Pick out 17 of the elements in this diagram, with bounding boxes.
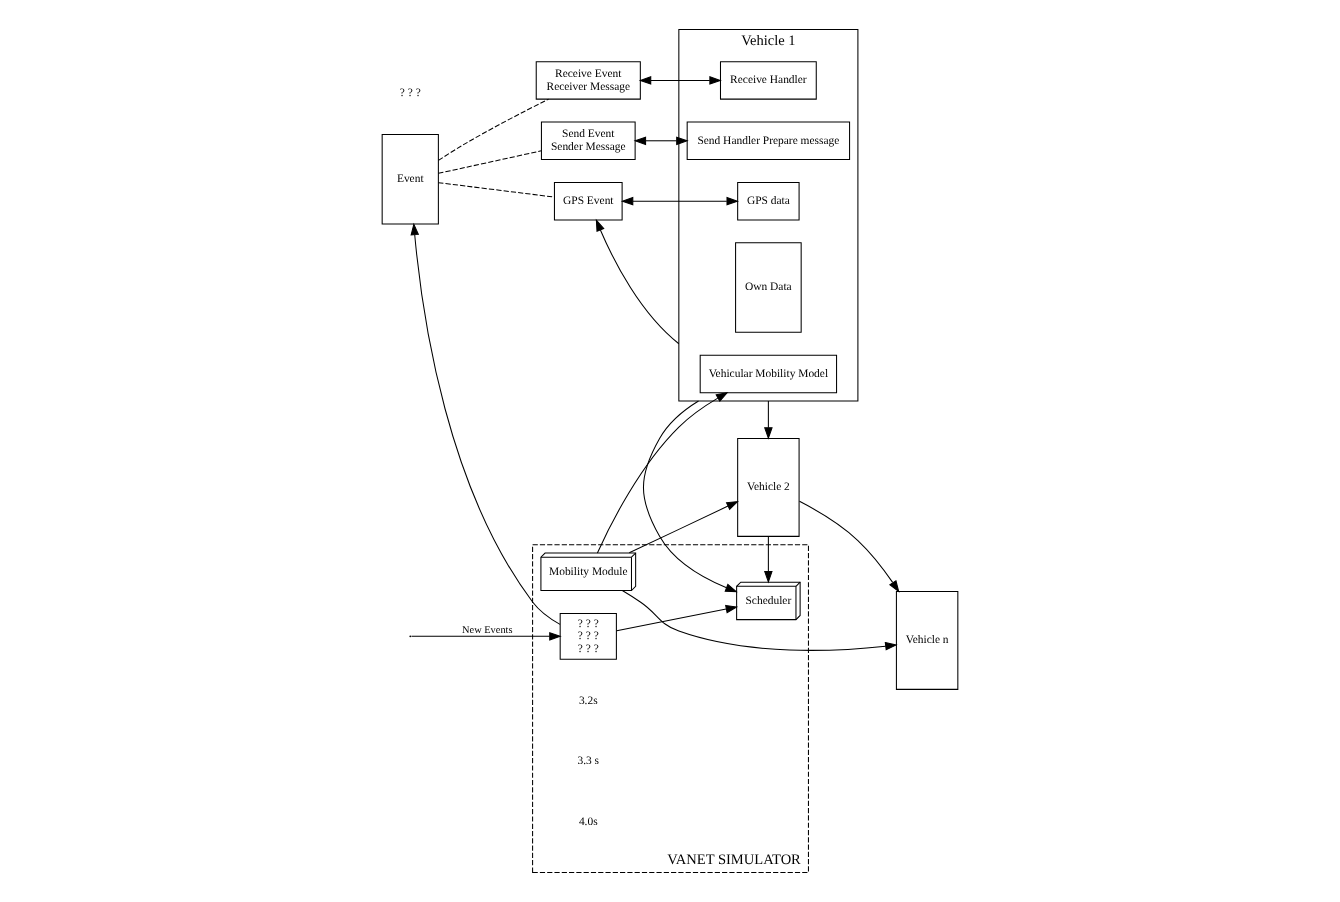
arrow [798, 500, 900, 593]
arrow [620, 196, 739, 206]
arrow [616, 604, 739, 632]
connector [437, 98, 550, 161]
arrow [638, 76, 722, 85]
arrow [628, 500, 739, 554]
arrow [595, 218, 680, 345]
connector [437, 182, 555, 198]
arrow [642, 400, 738, 593]
connector [437, 150, 542, 174]
arrow [410, 631, 562, 641]
arrow [621, 590, 898, 651]
arrow [764, 400, 773, 440]
arrow [764, 535, 773, 584]
arrow [633, 136, 689, 146]
arrow [596, 392, 729, 554]
arrow [410, 222, 561, 625]
